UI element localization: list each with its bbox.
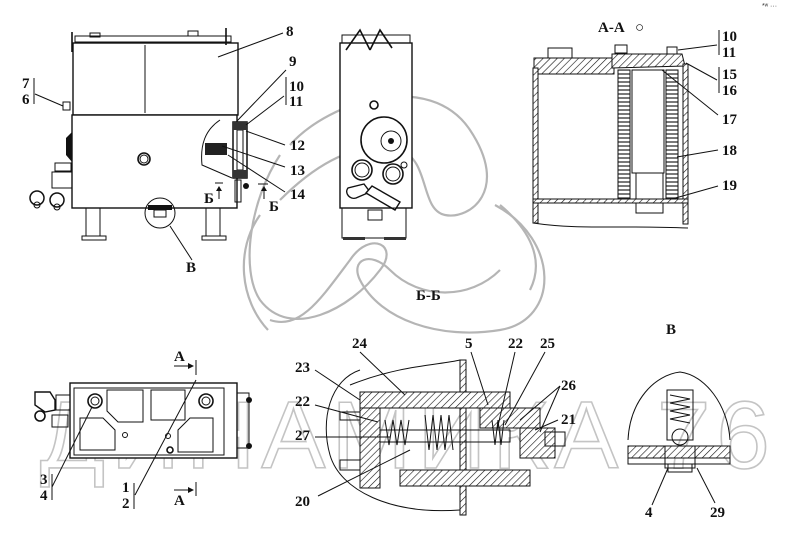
callout: 4 <box>645 505 653 521</box>
side-view: Б-Б <box>339 28 441 304</box>
detail-b-callouts: 4 29 <box>645 467 725 521</box>
valve-section <box>325 359 566 516</box>
section-mark: А <box>174 349 185 365</box>
callout: 27 <box>295 428 311 444</box>
section-mark: Б <box>269 199 279 215</box>
valve-callouts: 24 5 22 25 23 22 26 21 27 20 <box>295 336 577 510</box>
callout: 23 <box>295 360 310 376</box>
callout: 6 <box>22 92 30 108</box>
callout: 15 <box>722 67 737 83</box>
callout: 9 <box>289 54 297 70</box>
callout: 20 <box>295 494 310 510</box>
front-view <box>29 28 249 241</box>
callout: 14 <box>290 187 306 203</box>
callout: 11 <box>722 45 736 61</box>
callout: 8 <box>286 24 294 40</box>
detail-b-marker <box>144 197 176 229</box>
top-view <box>34 382 252 459</box>
callout: 18 <box>722 143 737 159</box>
callout: 2 <box>122 496 130 512</box>
callout: 5 <box>465 336 473 352</box>
callout: 7 <box>22 76 30 92</box>
section-mark: А <box>174 493 185 509</box>
callout: 19 <box>722 178 737 194</box>
corner-mark: *ʷ ··· <box>762 3 777 10</box>
callout: 10 <box>722 29 737 45</box>
callout: 22 <box>508 336 523 352</box>
view-title-detail-b: В <box>666 322 676 338</box>
section-a-a-callouts: 10 11 15 16 17 18 19 <box>661 29 738 200</box>
callout: 3 <box>40 472 48 488</box>
upper-tank <box>72 42 239 116</box>
view-title-b-b: Б-Б <box>416 288 441 304</box>
callout: 21 <box>561 412 576 428</box>
front-view-callouts: 8 9 10 11 12 13 14 7 6 В Б Б <box>22 24 306 276</box>
callout: 13 <box>290 163 305 179</box>
callout: 26 <box>561 378 577 394</box>
callout: 25 <box>540 336 555 352</box>
top-view-callouts: 3 4 1 2 А А <box>40 349 197 512</box>
callout: 12 <box>290 138 305 154</box>
callout: 4 <box>40 488 48 504</box>
view-title-a-a: А-А <box>598 20 625 36</box>
callout: 29 <box>710 505 725 521</box>
callout: 11 <box>289 94 303 110</box>
callout: 22 <box>295 394 310 410</box>
callout: 16 <box>722 83 738 99</box>
callout: 1 <box>122 480 130 496</box>
section-a-a: А-А ○ <box>532 20 689 229</box>
view-title-symbol: ○ <box>635 20 644 36</box>
callout: 10 <box>289 79 304 95</box>
detail-b: В <box>627 322 731 473</box>
callout: 17 <box>722 112 738 128</box>
callout: 24 <box>352 336 368 352</box>
callout: В <box>186 260 196 276</box>
section-mark: Б <box>204 191 214 207</box>
